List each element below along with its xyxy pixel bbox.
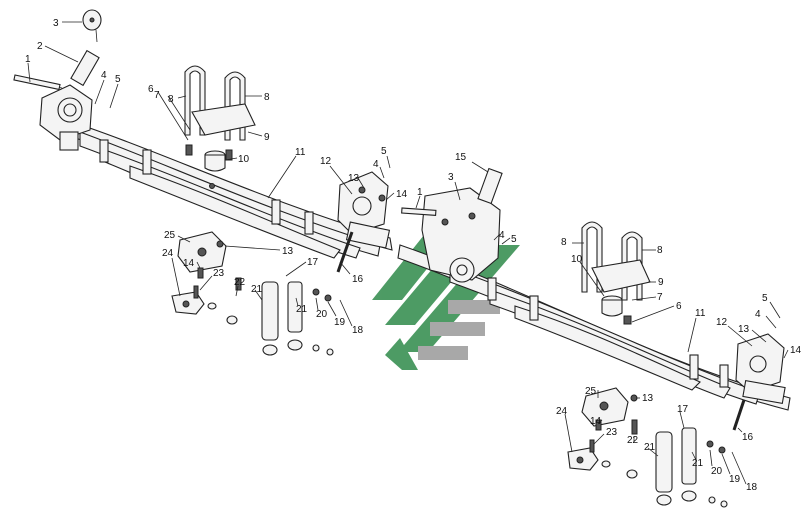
- left-pin: [13, 74, 63, 91]
- callout-10: 10: [238, 154, 250, 165]
- left-shock-lower-bracket: [171, 291, 205, 315]
- callout-3-right: 3: [448, 172, 454, 183]
- left-front-bracket: [39, 84, 93, 151]
- callout-13-right: 13: [738, 324, 750, 335]
- callout-23-right: 23: [606, 427, 618, 438]
- left-bump-stop: [204, 150, 226, 189]
- callout-12: 12: [320, 156, 332, 167]
- left-shock-fasteners: [193, 240, 334, 356]
- watermark-green-stripe-4: [385, 338, 418, 370]
- callout-22-right: 22: [627, 435, 639, 446]
- watermark-gray-bar-1: [448, 300, 500, 314]
- callout-20: 20: [316, 309, 328, 320]
- right-leaf-spring: [397, 244, 791, 411]
- callout-5-right-bracket: 5: [511, 234, 517, 245]
- callout-17-right: 17: [677, 404, 689, 415]
- callout-8-right-a: 8: [561, 237, 567, 248]
- right-shock-upper-bracket: [581, 387, 629, 427]
- watermark-gray-bar-3: [418, 346, 468, 360]
- callout-7: 7: [154, 90, 160, 101]
- callout-6-right: 6: [676, 301, 682, 312]
- right-bushing: [477, 167, 503, 205]
- callout-16: 16: [352, 274, 364, 285]
- callout-22: 22: [234, 277, 246, 288]
- right-shock-fasteners: [589, 394, 728, 508]
- callout-14-right: 14: [790, 345, 802, 356]
- right-shock-absorber: [655, 427, 697, 506]
- callout-12-right: 12: [716, 317, 728, 328]
- right-shock-lower-bracket: [567, 447, 599, 471]
- callout-3: 3: [53, 18, 59, 29]
- left-spring-clips: [99, 139, 314, 235]
- callout-6: 6: [148, 84, 154, 95]
- callout-2: 2: [37, 41, 43, 52]
- right-u-bolts: [581, 221, 651, 301]
- callouts: 1 2 3 4 5 6 7 8 8 9 10 11 12 13 4 5 14 1…: [25, 18, 802, 493]
- callout-19: 19: [334, 317, 346, 328]
- callout-21-right-b: 21: [692, 458, 704, 469]
- callout-25: 25: [164, 230, 176, 241]
- callout-21-a: 21: [251, 284, 263, 295]
- left-shock-absorber: [261, 281, 303, 356]
- callout-8-right-b: 8: [657, 245, 663, 256]
- right-rear-shackle: [735, 333, 786, 404]
- callout-7-right: 7: [657, 292, 663, 303]
- left-bushing: [70, 49, 100, 87]
- callout-21-right-a: 21: [644, 442, 656, 453]
- callout-14-shock: 14: [183, 258, 195, 269]
- callout-13-right-shock: 13: [642, 393, 654, 404]
- callout-13: 13: [348, 173, 360, 184]
- watermark-gray-bar-2: [430, 322, 485, 336]
- callout-15: 15: [455, 152, 467, 163]
- right-front-bracket: [421, 187, 501, 283]
- callout-24-right: 24: [556, 406, 568, 417]
- right-long-bolt: [732, 399, 746, 431]
- callout-4: 4: [101, 70, 107, 81]
- callout-4-left-shackle: 4: [373, 159, 379, 170]
- callout-16-right: 16: [742, 432, 754, 443]
- callout-25-right: 25: [585, 386, 597, 397]
- callout-1: 1: [25, 54, 31, 65]
- left-washer: [82, 9, 102, 43]
- left-leaf-spring: [57, 117, 393, 259]
- callout-23: 23: [213, 268, 225, 279]
- callout-14: 14: [396, 189, 408, 200]
- callout-9: 9: [264, 132, 270, 143]
- callout-10-right: 10: [571, 254, 583, 265]
- left-rear-shackle: [337, 171, 391, 249]
- watermark-green-stripe-3: [398, 245, 520, 352]
- callout-19-right: 19: [729, 474, 741, 485]
- callout-5-left-shackle: 5: [381, 146, 387, 157]
- callout-17: 17: [307, 257, 319, 268]
- callout-21-b: 21: [296, 304, 308, 315]
- callout-5: 5: [115, 74, 121, 85]
- callout-8-left-a: 8: [168, 94, 174, 105]
- callout-20-right: 20: [711, 466, 723, 477]
- right-spring-clips: [487, 277, 729, 388]
- left-u-bolts: [184, 65, 256, 161]
- callout-9-right: 9: [658, 277, 664, 288]
- callout-11: 11: [295, 147, 306, 158]
- callout-18: 18: [352, 325, 364, 336]
- callout-8-left-b: 8: [264, 92, 270, 103]
- callout-13-shock: 13: [282, 246, 294, 257]
- callout-24: 24: [162, 248, 174, 259]
- right-bump-stop: [601, 295, 632, 325]
- callout-4-right-shackle: 4: [755, 309, 761, 320]
- callout-18-right: 18: [746, 482, 758, 493]
- callout-11-right: 11: [695, 308, 706, 319]
- callout-5-right-shackle: 5: [762, 293, 768, 304]
- callout-1-right: 1: [417, 187, 423, 198]
- callout-14-right-shock: 14: [590, 416, 602, 427]
- callout-4-right-bracket: 4: [499, 230, 505, 241]
- right-pin: [401, 207, 437, 216]
- left-long-bolt: [336, 231, 354, 273]
